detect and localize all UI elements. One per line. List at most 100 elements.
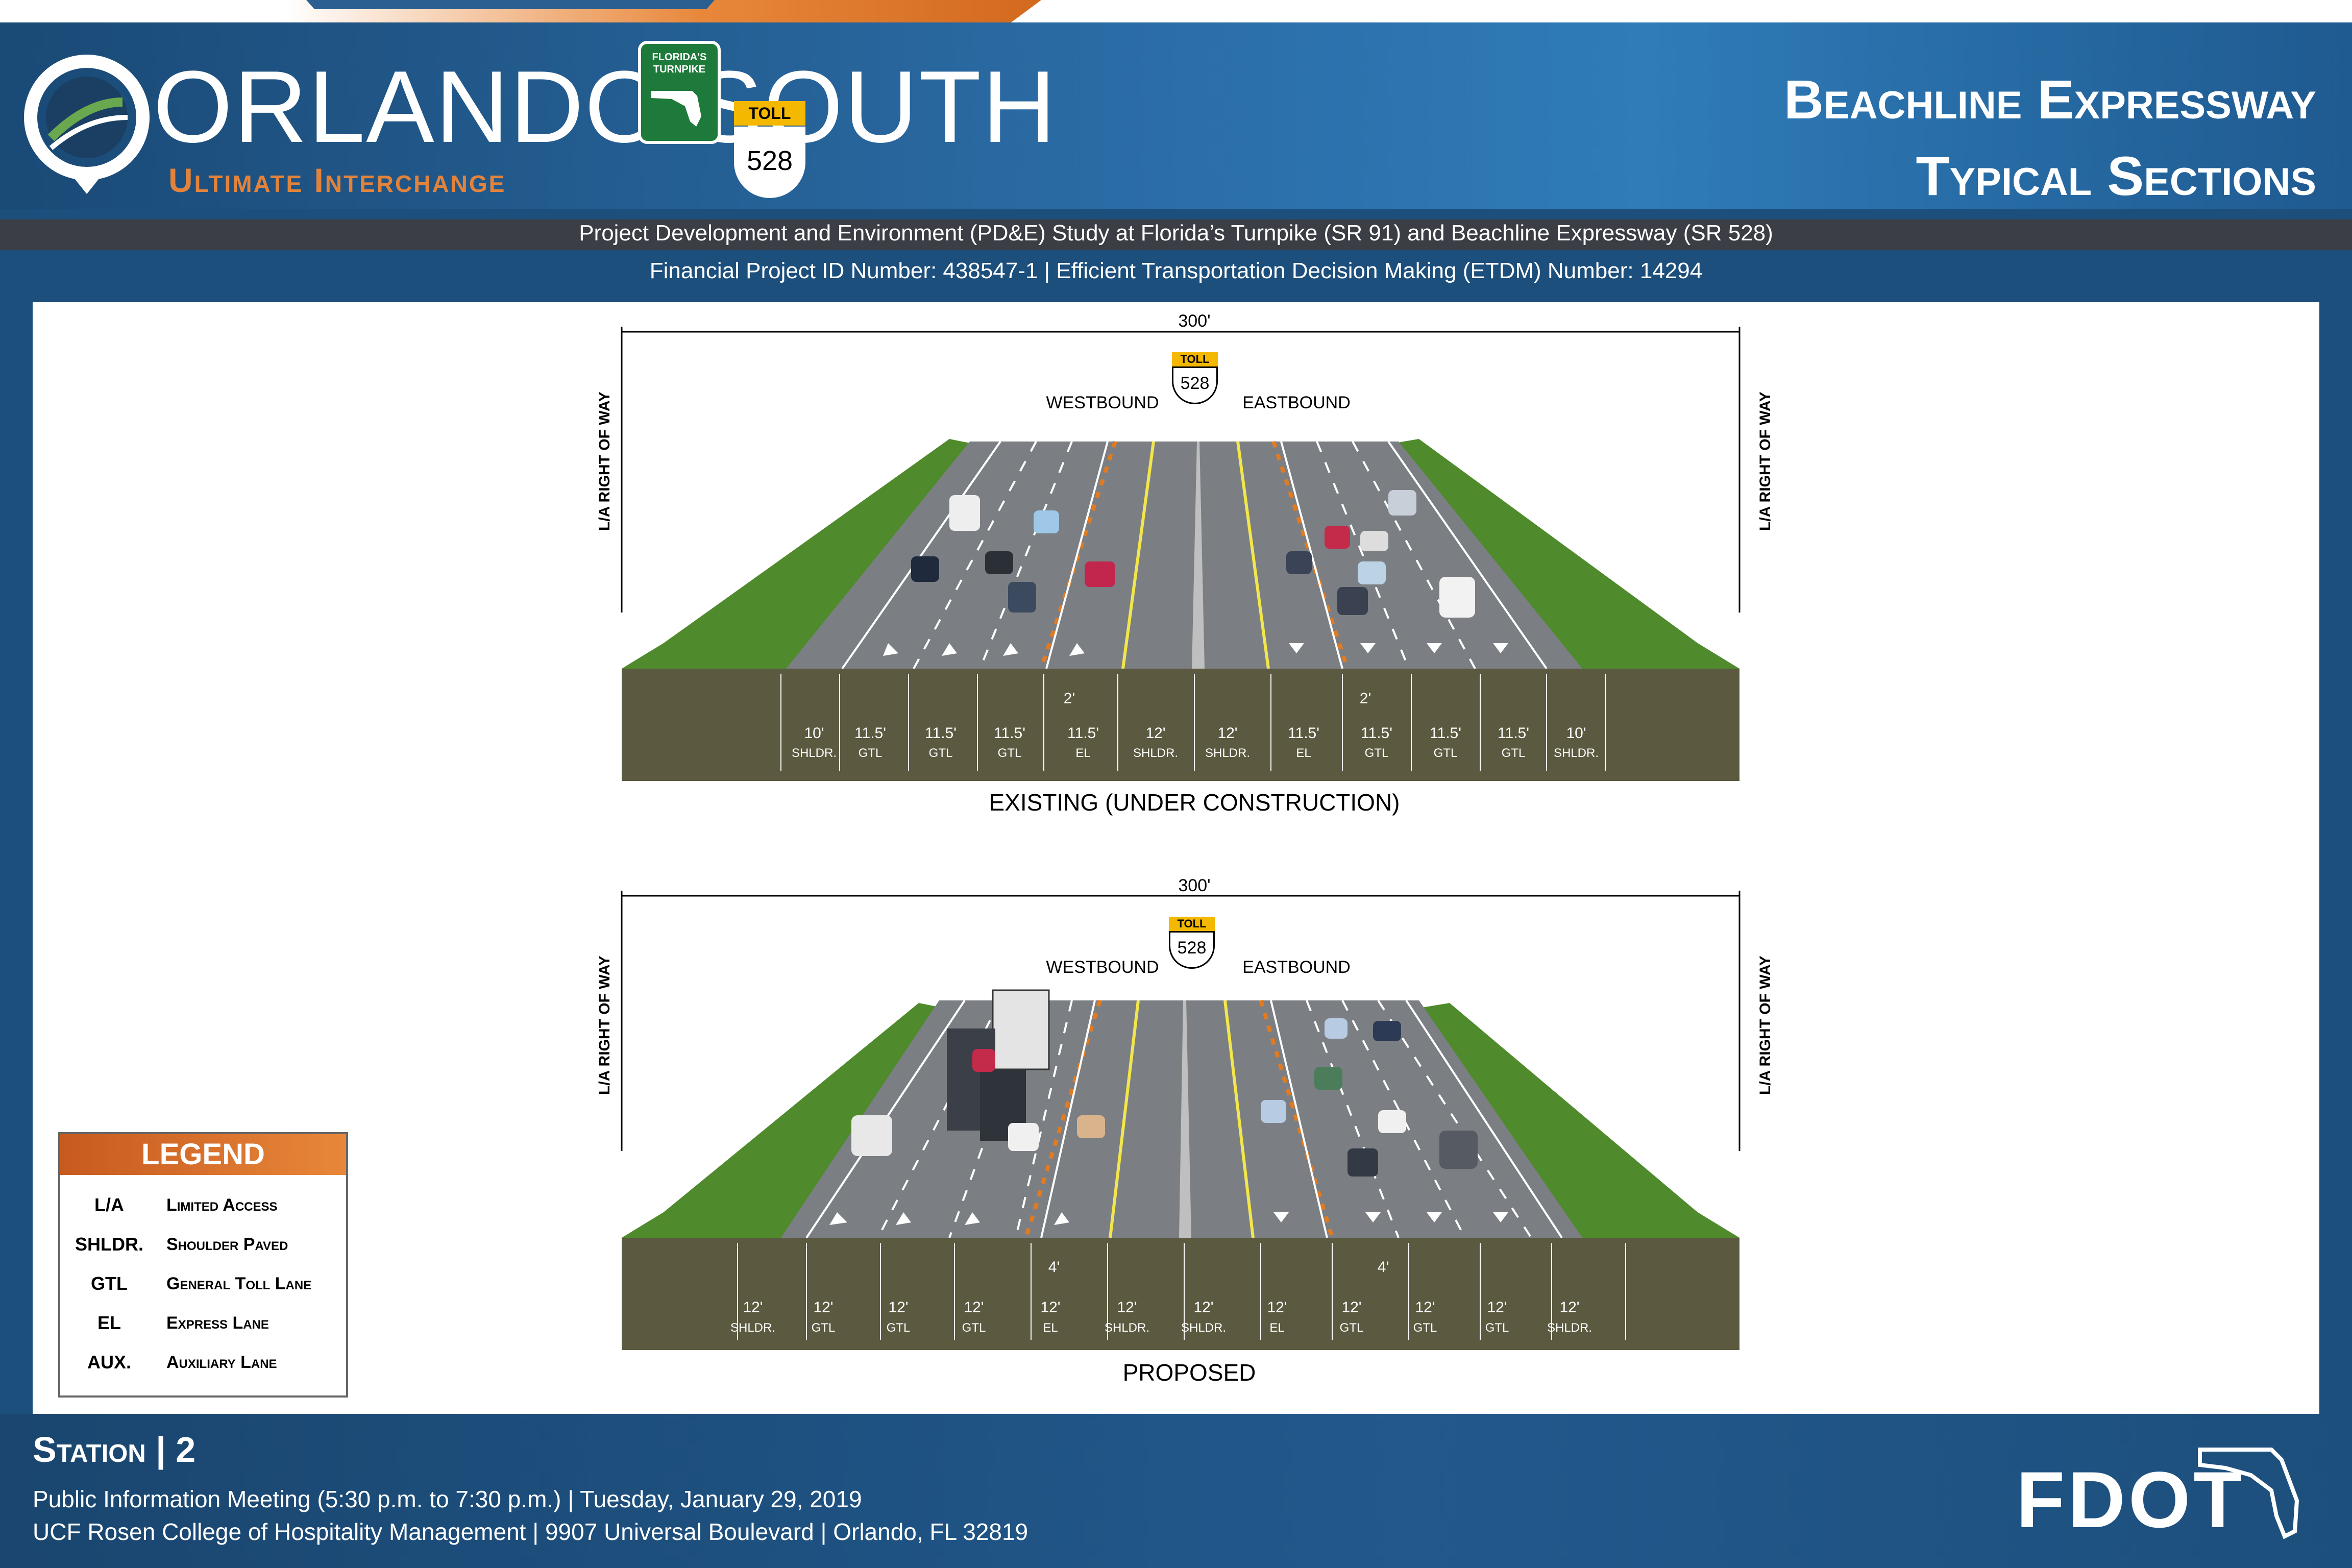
lane-width-label: 11.5' bbox=[1430, 725, 1461, 742]
lane-width-label: 12' bbox=[813, 1299, 834, 1316]
lane-width-label: 12' bbox=[1193, 1299, 1214, 1316]
lane-type-label: GTL bbox=[1433, 746, 1458, 760]
legend-abbreviation: L/A bbox=[94, 1194, 124, 1215]
top-strip-accent-blue bbox=[306, 0, 715, 9]
existing-sr528-shield: 528 bbox=[1172, 366, 1218, 404]
lane-type-label: GTL bbox=[997, 746, 1022, 760]
logo-subtitle: Ultimate Interchange bbox=[168, 161, 506, 199]
section-existing-diagram bbox=[621, 327, 1741, 781]
lane-width-label: 11.5' bbox=[925, 725, 957, 742]
legend-abbreviation: EL bbox=[97, 1312, 121, 1333]
existing-westbound-label: WESTBOUND bbox=[1046, 393, 1159, 412]
proposed-westbound-label: WESTBOUND bbox=[1046, 958, 1159, 977]
lane-width-label: 11.5' bbox=[854, 725, 886, 742]
lane-width-label: 11.5' bbox=[994, 725, 1025, 742]
lane-width-label: 12' bbox=[1267, 1299, 1287, 1316]
existing-toll-badge: TOLL bbox=[1172, 352, 1218, 366]
lane-type-label: GTL bbox=[1339, 1321, 1364, 1335]
lane-width-label: 12' bbox=[1117, 1299, 1137, 1316]
existing-row-right: L/A RIGHT OF WAY bbox=[1757, 391, 1774, 531]
sr528-number: 528 bbox=[746, 145, 793, 176]
page-title-line1: Beachline Expressway bbox=[1784, 68, 2316, 130]
section-proposed-diagram bbox=[621, 891, 1741, 1350]
lane-width-label: 12' bbox=[1040, 1299, 1061, 1316]
lane-type-label: SHLDR. bbox=[1205, 746, 1251, 760]
lane-width-label: 11.5' bbox=[1288, 725, 1319, 742]
lane-width-label: 12' bbox=[743, 1299, 763, 1316]
lane-type-label: GTL bbox=[962, 1321, 986, 1335]
existing-caption: EXISTING (UNDER CONSTRUCTION) bbox=[989, 789, 1400, 816]
interchange-logo-icon bbox=[24, 55, 150, 194]
turnpike-shield-icon: FLORIDA'S TURNPIKE bbox=[638, 41, 721, 144]
proposed-caption: PROPOSED bbox=[1122, 1359, 1256, 1386]
lane-width-label: 12' bbox=[1217, 725, 1238, 742]
legend-definition: Express Lane bbox=[166, 1313, 269, 1333]
lane-width-label: 12' bbox=[1145, 725, 1166, 742]
lane-width-label: 12' bbox=[1487, 1299, 1507, 1316]
florida-shape-icon bbox=[651, 91, 701, 127]
station-label: Station | 2 bbox=[33, 1430, 196, 1469]
existing-row-left: L/A RIGHT OF WAY bbox=[596, 391, 613, 531]
lane-width-label: 12' bbox=[964, 1299, 984, 1316]
legend-definition: Limited Access bbox=[166, 1195, 278, 1215]
fdot-logo: FDOT bbox=[2016, 1456, 2245, 1545]
lane-type-label: EL bbox=[1075, 746, 1091, 760]
meeting-info: Public Information Meeting (5:30 p.m. to… bbox=[33, 1486, 862, 1512]
lane-type-label: SHLDR. bbox=[1133, 746, 1179, 760]
proposed-total-width: 300' bbox=[1178, 876, 1211, 895]
legend-abbreviation: GTL bbox=[91, 1273, 128, 1294]
logo-title: ORLANDO SOUTH bbox=[153, 50, 1057, 164]
legend-abbreviation: AUX. bbox=[87, 1352, 131, 1373]
lane-type-label: EL bbox=[1269, 1321, 1285, 1335]
header-banner bbox=[0, 0, 2352, 209]
proposed-row-left: L/A RIGHT OF WAY bbox=[596, 955, 613, 1095]
legend-definition: Shoulder Paved bbox=[166, 1235, 288, 1254]
lane-type-label: SHLDR. bbox=[1553, 746, 1599, 760]
legend-title: LEGEND bbox=[60, 1134, 346, 1175]
legend-abbreviation: SHLDR. bbox=[75, 1234, 143, 1255]
lane-type-label: EL bbox=[1296, 746, 1311, 760]
project-bar bbox=[0, 219, 2352, 250]
proposed-sr528-shield: 528 bbox=[1169, 931, 1215, 969]
lane-type-label: GTL bbox=[1485, 1321, 1509, 1335]
proposed-eastbound-label: EASTBOUND bbox=[1242, 958, 1351, 977]
existing-eastbound-label: EASTBOUND bbox=[1242, 393, 1351, 412]
lane-width-label: 10' bbox=[804, 725, 824, 742]
proposed-toll-badge: TOLL bbox=[1169, 917, 1215, 931]
footer bbox=[0, 1414, 2352, 1568]
lane-type-label: EL bbox=[1043, 1321, 1058, 1335]
lane-type-label: GTL bbox=[1501, 746, 1526, 760]
lane-width-label: 12' bbox=[1559, 1299, 1580, 1316]
lane-type-label: GTL bbox=[928, 746, 953, 760]
proposed-buffer-right: 4' bbox=[1377, 1259, 1389, 1276]
existing-buffer-right: 2' bbox=[1359, 690, 1371, 707]
turnpike-shield-text: FLORIDA'S TURNPIKE bbox=[652, 52, 707, 75]
sr528-shield-icon: 528 bbox=[734, 127, 805, 198]
lane-width-label: 12' bbox=[1415, 1299, 1435, 1316]
legend-definition: General Toll Lane bbox=[166, 1274, 312, 1293]
lane-width-label: 11.5' bbox=[1067, 725, 1099, 742]
florida-outline-icon bbox=[2198, 1448, 2299, 1539]
proposed-row-right: L/A RIGHT OF WAY bbox=[1757, 955, 1774, 1095]
lane-type-label: GTL bbox=[858, 746, 883, 760]
lane-width-label: 12' bbox=[1341, 1299, 1362, 1316]
lane-width-label: 11.5' bbox=[1498, 725, 1529, 742]
lane-width-label: 11.5' bbox=[1361, 725, 1392, 742]
lane-type-label: SHLDR. bbox=[1181, 1321, 1227, 1335]
lane-width-label: 10' bbox=[1566, 725, 1586, 742]
legend-definition: Auxiliary Lane bbox=[166, 1353, 277, 1372]
lane-width-label: 12' bbox=[888, 1299, 909, 1316]
project-ids: Financial Project ID Number: 438547-1 | … bbox=[649, 258, 1703, 283]
lane-type-label: SHLDR. bbox=[1547, 1321, 1592, 1335]
lane-type-label: GTL bbox=[1413, 1321, 1437, 1335]
proposed-buffer-left: 4' bbox=[1048, 1259, 1060, 1276]
lane-type-label: SHLDR. bbox=[730, 1321, 776, 1335]
page-title: Beachline Expressway Typical Sections bbox=[1784, 61, 2316, 214]
lane-type-label: SHLDR. bbox=[791, 746, 837, 760]
page-title-line2: Typical Sections bbox=[1916, 145, 2316, 207]
lane-type-label: GTL bbox=[1364, 746, 1389, 760]
lane-type-label: GTL bbox=[811, 1321, 836, 1335]
project-description: Project Development and Environment (PD&… bbox=[579, 220, 1773, 246]
legend-box bbox=[58, 1132, 348, 1398]
lane-type-label: GTL bbox=[886, 1321, 911, 1335]
